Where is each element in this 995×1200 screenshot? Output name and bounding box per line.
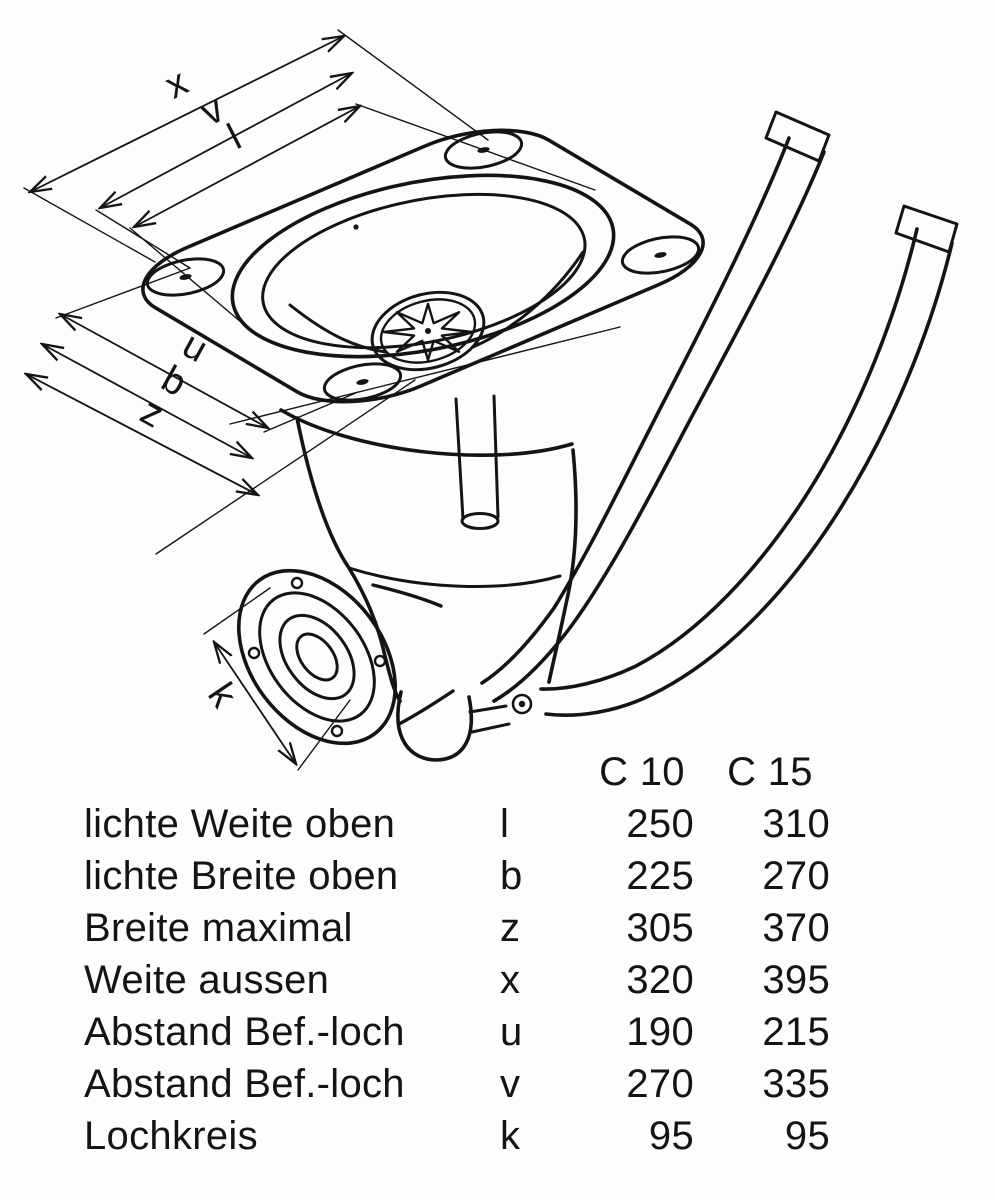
row-label: Weite aussen bbox=[84, 957, 330, 1002]
column-header-c10: C 10 bbox=[599, 749, 685, 794]
row-value-c15: 395 bbox=[762, 957, 830, 1002]
row-value-c15: 335 bbox=[762, 1061, 830, 1106]
row-value-c10: 270 bbox=[626, 1061, 694, 1106]
bolt-pad bbox=[133, 251, 238, 302]
row-value-c15: 95 bbox=[784, 1113, 830, 1158]
table-header-row: C 10 C 15 bbox=[84, 746, 844, 798]
flange-bolt-hole bbox=[290, 576, 304, 590]
row-label: Breite maximal bbox=[84, 905, 353, 950]
row-value-c15: 370 bbox=[762, 905, 830, 950]
row-symbol: l bbox=[500, 801, 510, 846]
dim-label-k: k bbox=[199, 676, 245, 716]
row-value-c10: 320 bbox=[626, 957, 694, 1002]
row-label: Abstand Bef.-loch bbox=[84, 1061, 405, 1106]
dim-label-x: x bbox=[159, 61, 195, 107]
row-value-c10: 305 bbox=[626, 905, 694, 950]
table-row: lichte Breite oben b 225 270 bbox=[84, 850, 844, 902]
dimension-v bbox=[100, 73, 352, 208]
row-value-c10: 95 bbox=[648, 1113, 694, 1158]
table-row: Breite maximal z 305 370 bbox=[84, 902, 844, 954]
drain-bolt bbox=[511, 693, 533, 715]
row-label: Abstand Bef.-loch bbox=[84, 1009, 405, 1054]
row-value-c15: 310 bbox=[762, 801, 830, 846]
pipe-end-cap bbox=[894, 204, 959, 254]
flange-bolt-hole bbox=[330, 724, 344, 738]
mounting-flange bbox=[109, 113, 736, 419]
row-symbol: z bbox=[500, 905, 521, 950]
bolt-hole bbox=[356, 379, 369, 385]
row-label: lichte Weite oben bbox=[84, 801, 396, 846]
center-mark bbox=[353, 224, 359, 230]
dimension-lines bbox=[26, 36, 360, 764]
row-symbol: x bbox=[500, 957, 521, 1002]
flange-bolt-hole bbox=[247, 646, 261, 660]
row-value-c10: 190 bbox=[626, 1009, 694, 1054]
dimension-z bbox=[26, 374, 258, 495]
row-value-c15: 270 bbox=[762, 853, 830, 898]
pipe-end-cap bbox=[764, 110, 831, 163]
bolt-pad bbox=[431, 124, 536, 175]
row-value-c10: 225 bbox=[626, 853, 694, 898]
dim-label-l: l bbox=[221, 117, 248, 158]
flush-pipe bbox=[454, 394, 500, 530]
table-row: lichte Weite oben l 250 310 bbox=[84, 798, 844, 850]
dimension-l bbox=[134, 106, 360, 227]
table-row: Abstand Bef.-loch u 190 215 bbox=[84, 1006, 844, 1058]
row-symbol: v bbox=[500, 1061, 521, 1106]
funnel bbox=[288, 250, 585, 354]
table-row: Lochkreis k 95 95 bbox=[84, 1110, 844, 1162]
pump-body bbox=[279, 408, 578, 762]
row-label: lichte Breite oben bbox=[84, 853, 399, 898]
dimension-k bbox=[214, 642, 296, 764]
column-header-c15: C 15 bbox=[727, 749, 813, 794]
table-row: Weite aussen x 320 395 bbox=[84, 954, 844, 1006]
row-value-c15: 215 bbox=[762, 1009, 830, 1054]
row-symbol: b bbox=[500, 853, 523, 898]
bolt-pad bbox=[608, 229, 713, 280]
row-value-c10: 250 bbox=[626, 801, 694, 846]
row-label: Lochkreis bbox=[84, 1113, 258, 1158]
row-symbol: k bbox=[500, 1113, 521, 1158]
row-symbol: u bbox=[500, 1009, 523, 1054]
table-row: Abstand Bef.-loch v 270 335 bbox=[84, 1058, 844, 1110]
bowl-rim bbox=[162, 138, 685, 393]
pump-pipes bbox=[480, 110, 959, 717]
discharge-flange bbox=[207, 541, 455, 774]
strainer bbox=[370, 290, 486, 372]
bolt-hole bbox=[654, 252, 667, 258]
flange-bolt-hole bbox=[373, 654, 387, 668]
spec-table: C 10 C 15 lichte Weite oben l 250 310 li… bbox=[84, 746, 844, 1162]
dimension-x bbox=[30, 36, 344, 192]
